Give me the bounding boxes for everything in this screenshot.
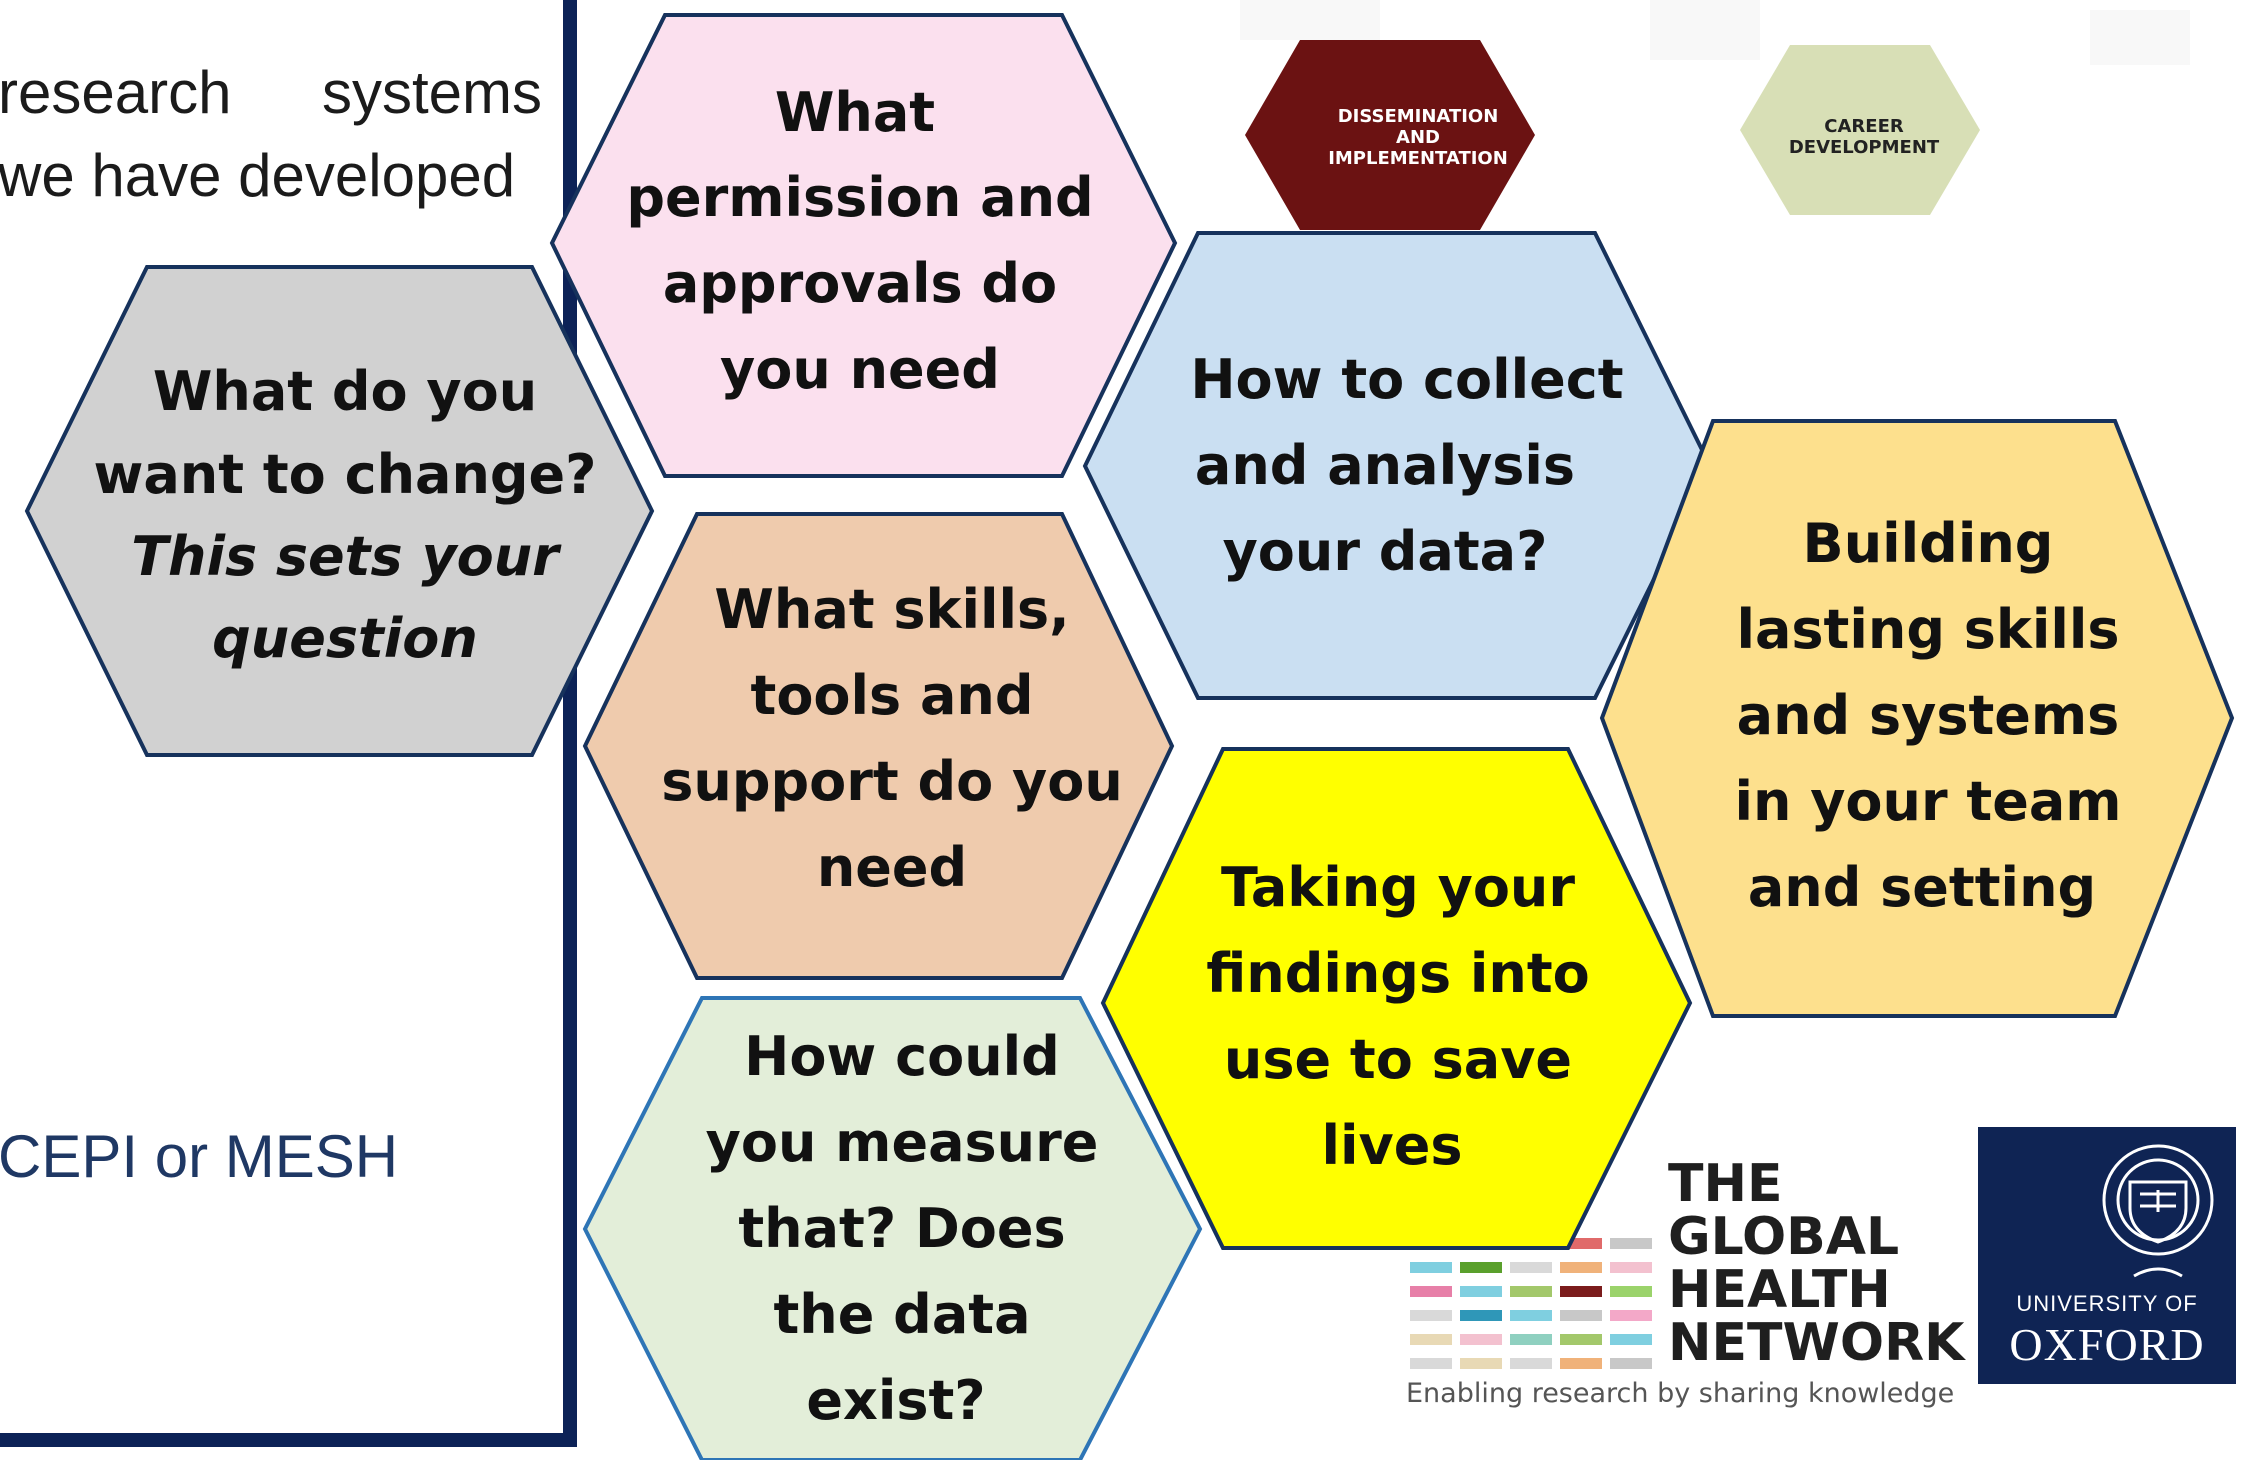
hexagon-measure-line3: that? Does (738, 1197, 1065, 1260)
hexagon-findings-line3: use to save (1224, 1028, 1572, 1091)
hexagon-question-line4: question (212, 607, 478, 670)
hexagon-career-line1: CAREER (1824, 116, 1904, 137)
hexagon-findings-line4: lives (1322, 1114, 1463, 1177)
hexagon-dissemination-line1: DISSEMINATION (1338, 106, 1499, 127)
body-text-research: research (0, 59, 232, 126)
body-text-systems: systems (322, 59, 543, 126)
hexagon-career-line2: DEVELOPMENT (1789, 137, 1940, 158)
hexagon-permissions-line2: permission and (626, 166, 1093, 229)
hexagon-question-line2: want to change? (93, 443, 596, 506)
oxford-logo: UNIVERSITY OF OXFORD (1978, 1127, 2236, 1384)
hexagon-findings-line1: Taking your (1221, 856, 1575, 919)
hexagon-dissemination-line2: AND (1396, 127, 1440, 148)
global-health-network-mark (1410, 1238, 1652, 1369)
hexagon-permissions-line1: What (775, 81, 935, 144)
hexagon-measure: How could you measure that? Does the dat… (582, 996, 1203, 1460)
hexagon-collect: How to collect and analysis your data? (1082, 231, 1713, 700)
hexagon-dissemination-line3: IMPLEMENTATION (1328, 148, 1508, 169)
hexagon-permissions-line4: you need (720, 338, 1000, 401)
hexagon-collect-line2: and analysis (1195, 434, 1575, 497)
hexagon-permissions-line3: approvals do (663, 252, 1057, 315)
hexagon-skills: What skills, tools and support do you ne… (582, 512, 1175, 980)
ghn-line2: GLOBAL (1668, 1207, 1899, 1267)
hexagon-building-line5: and setting (1748, 856, 2096, 919)
hexagon-skills-line3: support do you (661, 750, 1123, 813)
oxford-crest-icon (2102, 1144, 2214, 1278)
ghn-tagline: Enabling research by sharing knowledge (1406, 1378, 1954, 1409)
hexagon-measure-line5: exist? (806, 1369, 985, 1432)
ghn-line4: NETWORK (1668, 1313, 1966, 1373)
hexagon-building-line4: in your team (1734, 770, 2121, 833)
hexagon-question-line1: What do you (153, 360, 537, 423)
hexagon-findings-line2: findings into (1206, 942, 1590, 1005)
hexagon-career: CAREER DEVELOPMENT (1740, 45, 1980, 215)
hexagon-skills-line4: need (817, 836, 967, 899)
hexagon-skills-line2: tools and (751, 664, 1034, 727)
body-text-cepi-mesh: CEPI or MESH (0, 1123, 399, 1190)
hexagon-measure-line1: How could (744, 1025, 1060, 1088)
hexagon-building: Building lasting skills and systems in y… (1599, 419, 2235, 1018)
hexagon-collect-line1: How to collect (1190, 348, 1623, 411)
hexagon-building-line2: lasting skills (1736, 598, 2119, 661)
hexagon-collect-line3: your data? (1223, 520, 1548, 583)
hexagon-findings: Taking your findings into use to save li… (1100, 747, 1693, 1250)
hexagon-building-line3: and systems (1737, 684, 2120, 747)
hexagon-skills-line1: What skills, (714, 578, 1069, 641)
body-text-developed: we have developed (0, 142, 516, 209)
hexagon-question-line3: This sets your (131, 525, 562, 588)
hexagon-permissions: What permission and approvals do you nee… (549, 13, 1178, 478)
ghn-line3: HEALTH (1668, 1260, 1891, 1320)
hexagon-measure-line2: you measure (706, 1111, 1099, 1174)
oxford-line2: OXFORD (2009, 1319, 2204, 1370)
oxford-line1: UNIVERSITY OF (2016, 1291, 2197, 1316)
ghn-line1: THE (1668, 1154, 1783, 1214)
hexagon-question: What do you want to change? This sets yo… (24, 265, 655, 757)
hexagon-measure-line4: the data (773, 1283, 1030, 1346)
hexagon-building-line1: Building (1803, 512, 2054, 575)
watermark (1240, 0, 2190, 65)
hexagon-dissemination: DISSEMINATION AND IMPLEMENTATION (1245, 40, 1535, 230)
